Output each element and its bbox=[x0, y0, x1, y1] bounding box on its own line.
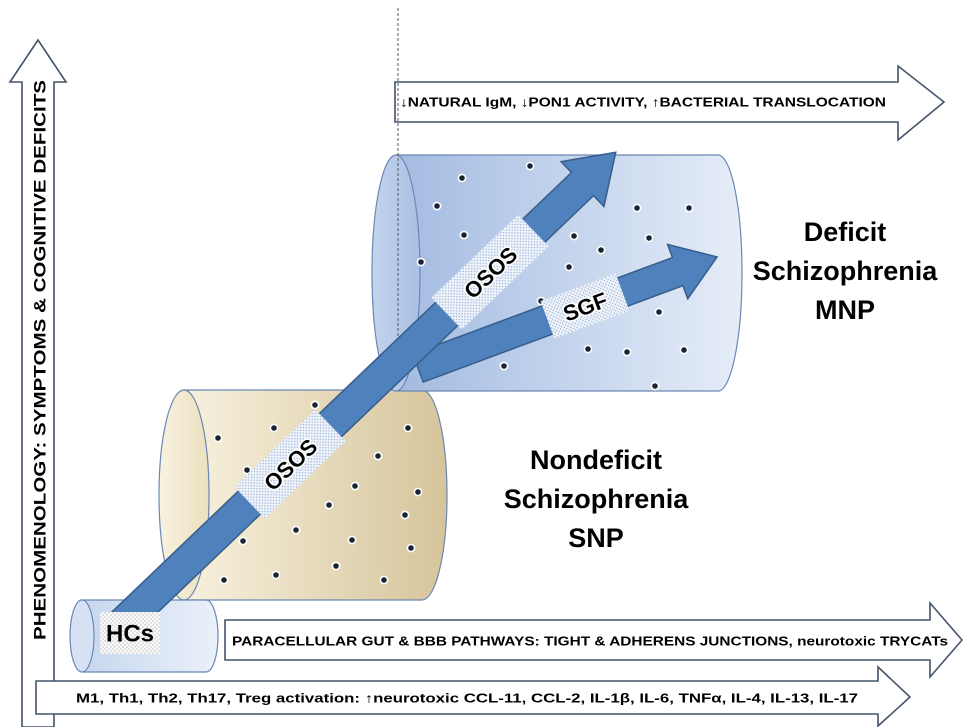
particle-dot bbox=[622, 347, 632, 357]
particle-dot bbox=[499, 361, 509, 371]
paracellular-pathway-arrow bbox=[224, 600, 964, 680]
particle-dot bbox=[583, 344, 593, 354]
particle-dot bbox=[569, 231, 579, 241]
top-biomarker-arrow bbox=[394, 64, 946, 142]
nondeficit-title-line1: Nondeficit bbox=[530, 445, 662, 475]
particle-dot bbox=[291, 525, 301, 535]
nondeficit-cylinder bbox=[158, 389, 448, 601]
top-biomarker-label: ↓NATURAL IgM, ↓PON1 ACTIVITY, ↑BACTERIAL… bbox=[400, 95, 886, 110]
deficit-particles bbox=[416, 161, 694, 391]
deficit-title-line1: Deficit bbox=[804, 217, 887, 247]
osos-label-upper-box bbox=[431, 214, 549, 330]
particle-dot bbox=[632, 203, 642, 213]
particle-dot bbox=[269, 423, 279, 433]
hcs-label-box bbox=[100, 612, 160, 654]
particle-dot bbox=[684, 203, 694, 213]
deficit-group-title: Deficit Schizophrenia MNP bbox=[753, 217, 939, 325]
particle-dot bbox=[379, 575, 389, 585]
immune-activation-arrow bbox=[35, 665, 912, 727]
particle-dot bbox=[242, 465, 252, 475]
deficit-title-line3: MNP bbox=[815, 295, 875, 325]
particle-dot bbox=[347, 535, 357, 545]
particle-dot bbox=[373, 451, 383, 461]
sgf-label-box bbox=[540, 273, 630, 339]
nondeficit-cylinder-body bbox=[183, 389, 448, 601]
nondeficit-particles bbox=[213, 400, 423, 585]
particle-dot bbox=[219, 575, 229, 585]
particle-dot bbox=[564, 262, 574, 272]
particle-dot bbox=[650, 381, 660, 391]
particle-dot bbox=[457, 173, 467, 183]
particle-dot bbox=[654, 307, 664, 317]
osos-label-lower-box bbox=[234, 409, 346, 519]
particle-dot bbox=[432, 201, 442, 211]
nondeficit-group-title: Nondeficit Schizophrenia SNP bbox=[504, 445, 690, 553]
particle-dot bbox=[271, 570, 281, 580]
particle-dot bbox=[331, 561, 341, 571]
particle-dot bbox=[238, 536, 248, 546]
nondeficit-title-line3: SNP bbox=[568, 523, 624, 553]
particle-dot bbox=[416, 257, 426, 267]
particle-dot bbox=[213, 433, 223, 443]
particle-dot bbox=[644, 233, 654, 243]
particle-dot bbox=[400, 510, 410, 520]
immune-activation-label: M1, Th1, Th2, Th17, Treg activation: ↑ne… bbox=[76, 691, 858, 706]
deficit-title-line2: Schizophrenia bbox=[753, 256, 939, 286]
hcs-label-text: HCs bbox=[106, 621, 154, 648]
hcs-label: HCs bbox=[100, 612, 160, 654]
particle-dot bbox=[403, 423, 413, 433]
y-axis: PHENOMENOLOGY: SYMPTOMS & COGNITIVE DEFI… bbox=[8, 38, 68, 727]
particle-dot bbox=[350, 481, 360, 491]
particle-dot bbox=[596, 245, 606, 255]
paracellular-pathway: PARACELLULAR GUT & BBB PATHWAYS: TIGHT &… bbox=[224, 600, 964, 680]
particle-dot bbox=[310, 400, 320, 410]
nondeficit-title-line2: Schizophrenia bbox=[504, 484, 690, 514]
particle-dot bbox=[679, 345, 689, 355]
particle-dot bbox=[324, 500, 334, 510]
particle-dot bbox=[406, 543, 416, 553]
paracellular-pathway-label: PARACELLULAR GUT & BBB PATHWAYS: TIGHT &… bbox=[232, 634, 948, 649]
particle-dot bbox=[413, 487, 423, 497]
top-biomarker: ↓NATURAL IgM, ↓PON1 ACTIVITY, ↑BACTERIAL… bbox=[394, 64, 946, 142]
immune-activation: M1, Th1, Th2, Th17, Treg activation: ↑ne… bbox=[35, 665, 912, 727]
y-axis-label: PHENOMENOLOGY: SYMPTOMS & COGNITIVE DEFI… bbox=[31, 80, 50, 640]
particle-dot bbox=[459, 230, 469, 240]
healthy-controls-cylinder-cap bbox=[69, 599, 95, 673]
particle-dot bbox=[525, 161, 535, 171]
y-axis-arrow bbox=[8, 38, 68, 727]
sgf-label: SGF bbox=[540, 273, 630, 339]
